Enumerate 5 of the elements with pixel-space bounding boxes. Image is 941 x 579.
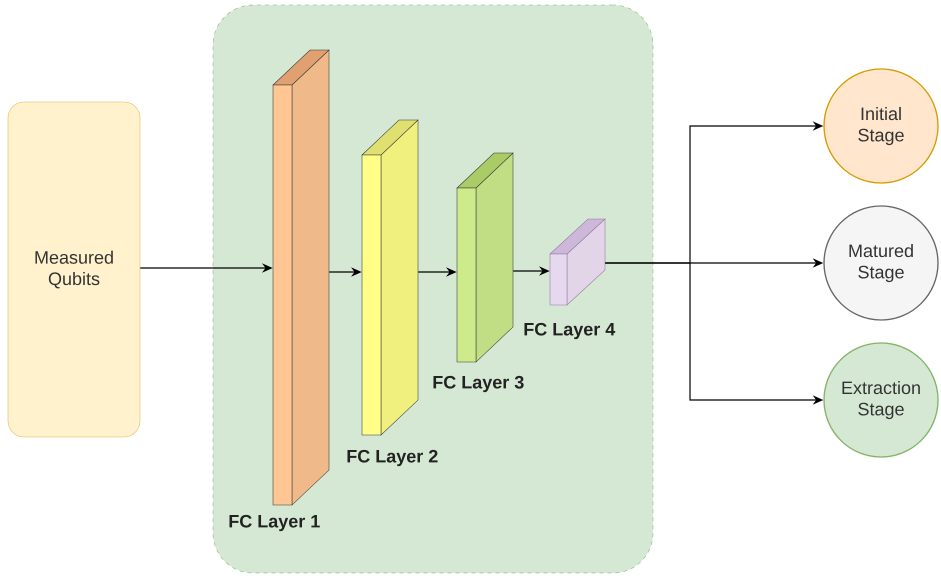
layer-label: FC Layer 3 [434,376,524,392]
layer-label: FC Layer 1 [229,514,320,532]
layer-label: FC Layer 2 [347,450,438,466]
input-box: Measured Qubits [8,102,140,438]
layer-label: FC Layer 4 [524,322,616,340]
